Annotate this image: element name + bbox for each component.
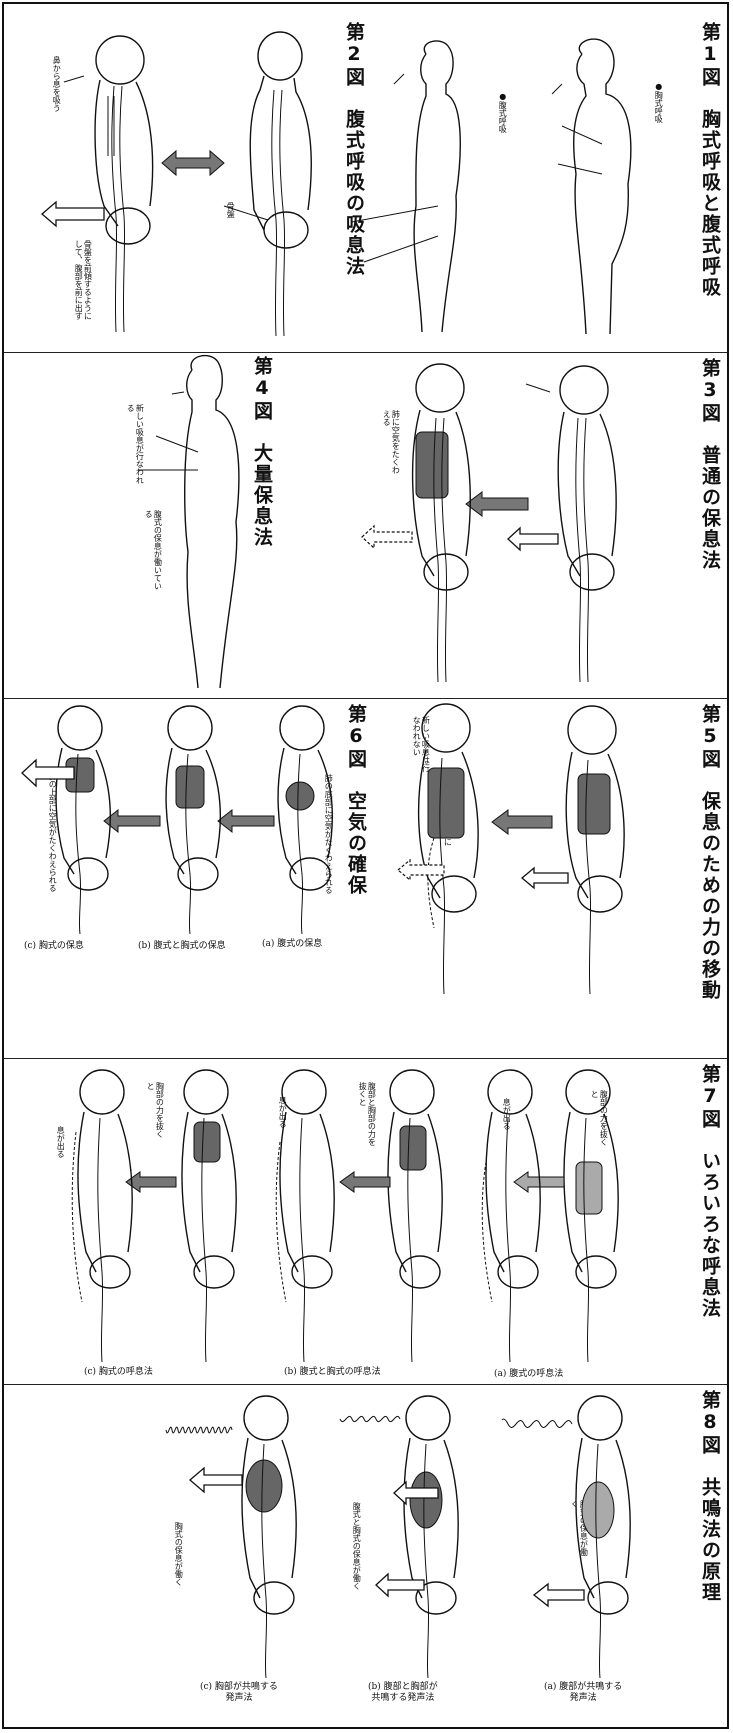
panel-fig8: 第8図 共鳴法の原理 腹式の保息が働く 腹式と胸式の保息が働く 胸式の保息が働く… xyxy=(4,1384,727,1729)
fig8-caption-a: (a) 腹部が共鳴する 発声法 xyxy=(544,1682,622,1704)
fig8-b-skeleton xyxy=(392,1388,472,1678)
fig8-a-arrow xyxy=(534,1582,584,1608)
fig7-c-skeleton-exhale xyxy=(66,1062,146,1362)
fig1-note-chest: ●胸式呼吸 xyxy=(654,82,663,123)
fig5-forward-arrow-right xyxy=(522,866,568,890)
fig5-dashed-arrow xyxy=(398,858,444,882)
fig8-c-wave xyxy=(166,1416,232,1444)
fig1-note-abdomen: ●腹式呼吸 xyxy=(498,92,507,133)
fig1-title: 第1図 胸式呼吸と腹式呼吸 xyxy=(700,22,719,298)
fig1-chest-breathing-figure xyxy=(542,34,652,344)
panel-fig7: 第7図 いろいろな呼息法 腹部の力を抜くと 息が出る 腹部と胸部の力を抜くと 息… xyxy=(4,1058,727,1384)
fig7-caption-c: (c) 胸式の呼息法 xyxy=(84,1364,153,1377)
fig8-title: 第8図 共鳴法の原理 xyxy=(700,1390,719,1603)
fig7-caption-a: (a) 腹式の呼息法 xyxy=(494,1366,563,1379)
fig7-c-skeleton-hold xyxy=(170,1062,250,1362)
fig2-note-nose: 鼻から息を吸う xyxy=(52,56,61,112)
fig6-a-skeleton xyxy=(266,698,346,934)
fig6-chest-out-arrow xyxy=(22,758,74,788)
fig7-a-skeleton-exhale xyxy=(474,1062,554,1362)
fig3-dashed-arrow xyxy=(362,524,412,550)
fig7-note-b-release: 腹部と胸部の力を抜くと xyxy=(358,1082,376,1152)
fig7-caption-b: (b) 腹式と胸式の呼息法 xyxy=(284,1364,381,1377)
fig6-caption-c: (c) 胸式の保息 xyxy=(24,938,84,951)
fig3-title: 第3図 普通の保息法 xyxy=(700,358,719,571)
fig3-skeleton-inhale xyxy=(544,356,634,686)
fig4-body-figure xyxy=(154,352,264,692)
fig7-title: 第7図 いろいろな呼息法 xyxy=(700,1064,719,1319)
fig6-caption-b: (b) 腹式と胸式の保息 xyxy=(138,938,226,951)
fig8-b-arrow-abdomen xyxy=(376,1572,424,1598)
fig2-skeleton-figure-right xyxy=(224,30,324,340)
fig8-b-wave xyxy=(334,1404,400,1434)
fig7-b-skeleton-hold xyxy=(376,1062,456,1362)
panel-fig3-fig4: 第3図 普通の保息法 肺に空気をたくわえる 第4図 大量保息法 新しい吸息が行な… xyxy=(4,352,727,698)
fig6-b-skeleton xyxy=(154,698,234,934)
fig8-caption-b: (b) 腹部と胸部が 共鳴する発声法 xyxy=(368,1682,438,1704)
fig5-skeleton-before xyxy=(552,698,642,998)
fig7-note-c-exhale: 息が出る xyxy=(56,1126,65,1158)
panel-fig5-fig6: 第5図 保息のための力の移動 新しい吸息は行なわれない 腹部の力を胸部に移す 第… xyxy=(4,698,727,1058)
fig8-note-c: 胸式の保息が働く xyxy=(174,1522,183,1592)
fig1-abdominal-breathing-figure xyxy=(376,36,486,336)
fig7-a-skeleton-hold xyxy=(552,1062,632,1362)
fig2-skeleton-figure-left xyxy=(74,26,184,336)
fig5-transition-arrow xyxy=(492,808,552,836)
fig7-note-c-release: 胸部の力を抜くと xyxy=(146,1082,164,1142)
fig5-skeleton-after xyxy=(404,698,494,998)
fig5-title: 第5図 保息のための力の移動 xyxy=(700,704,719,1001)
fig6-c-skeleton xyxy=(44,698,124,934)
fig8-b-arrow-chest xyxy=(394,1480,438,1506)
fig8-caption-c: (c) 胸部が共鳴する 発声法 xyxy=(200,1682,278,1704)
fig3-forward-arrow-right xyxy=(508,526,558,552)
fig8-c-skeleton xyxy=(230,1388,310,1678)
fig8-a-skeleton xyxy=(564,1388,644,1678)
panel-fig1-fig2: 第1図 胸式呼吸と腹式呼吸 ●胸式呼吸 ●腹式呼吸 第2図 腹式呼吸の吸息法 鼻… xyxy=(4,4,727,352)
fig4-note-new-inhale: 新しい吸息が行なわれる xyxy=(126,404,144,484)
fig6-caption-a: (a) 腹式の保息 xyxy=(262,936,322,949)
fig8-note-b: 腹式と胸式の保息が働く xyxy=(352,1502,361,1612)
fig6-title: 第6図 空気の確保 xyxy=(346,704,365,896)
fig3-skeleton-hold xyxy=(396,356,486,686)
fig2-forward-arrow xyxy=(42,200,104,228)
fig7-b-skeleton-exhale xyxy=(268,1062,348,1362)
fig8-a-wave xyxy=(502,1404,572,1444)
fig8-c-arrow xyxy=(190,1466,242,1494)
fig2-title: 第2図 腹式呼吸の吸息法 xyxy=(344,22,363,277)
